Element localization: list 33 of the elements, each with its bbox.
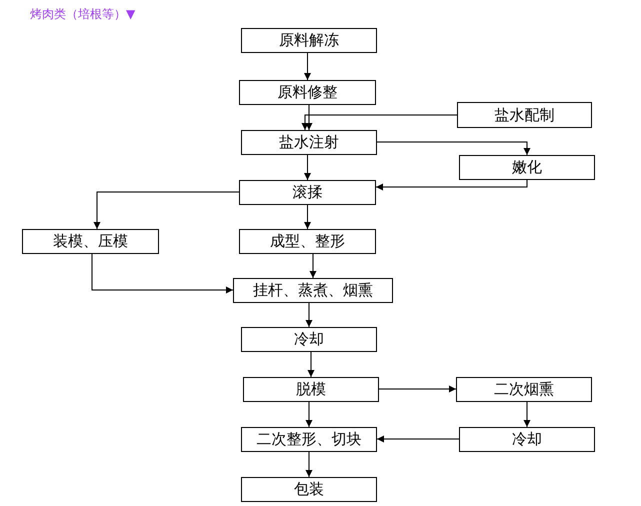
process-box: 二次烟熏 <box>456 377 592 402</box>
process-box: 盐水配制 <box>457 102 592 128</box>
arrow <box>376 180 528 190</box>
process-box: 装模、压模 <box>22 229 159 254</box>
arrow <box>524 402 530 428</box>
process-box: 嫩化 <box>459 155 595 180</box>
process-box: 二次整形、切块 <box>241 427 377 452</box>
arrow <box>304 154 311 180</box>
arrow <box>308 352 314 378</box>
arrow <box>92 254 234 294</box>
arrow <box>376 142 530 156</box>
process-box: 原料解冻 <box>241 28 377 53</box>
arrow <box>306 402 312 428</box>
process-box: 脱模 <box>243 377 379 402</box>
arrow <box>306 302 312 328</box>
arrow <box>304 52 311 80</box>
process-box: 冷却 <box>459 427 595 452</box>
arrow <box>306 104 312 130</box>
arrow <box>310 254 316 278</box>
process-box: 成型、整形 <box>239 229 376 254</box>
process-box: 包装 <box>241 477 377 502</box>
process-box: 滚揉 <box>239 180 376 205</box>
arrow <box>376 436 460 442</box>
arrow <box>306 452 312 478</box>
process-box: 原料修整 <box>239 80 376 105</box>
arrow <box>94 192 240 230</box>
process-box: 冷却 <box>241 327 377 352</box>
arrow <box>304 204 311 230</box>
process-box: 盐水注射 <box>241 130 377 155</box>
process-box: 挂杆、蒸煮、烟熏 <box>233 278 393 303</box>
arrow <box>302 114 458 130</box>
arrow <box>378 386 456 392</box>
title: 烤肉类（培根等）▼ <box>30 6 136 23</box>
